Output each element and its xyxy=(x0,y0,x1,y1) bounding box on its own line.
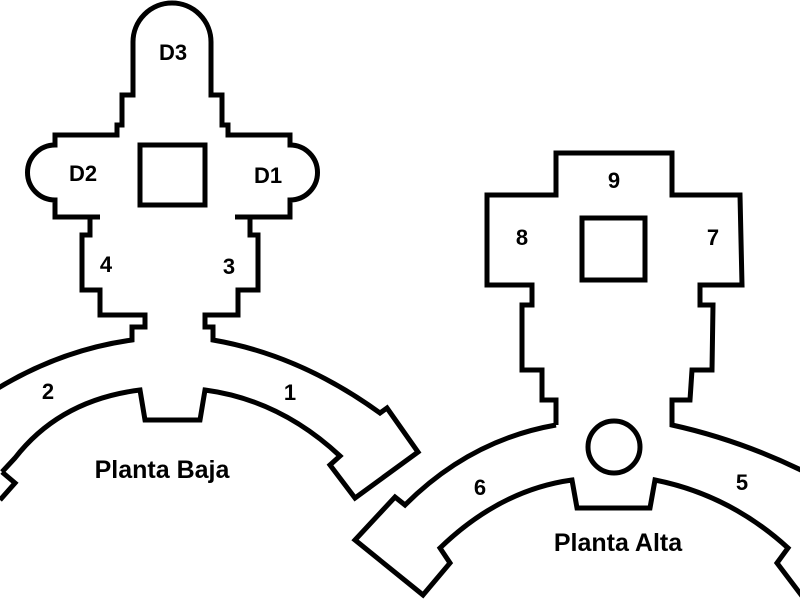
planta-baja-left-edge-wall xyxy=(0,470,19,502)
planta-baja-left-wall xyxy=(25,0,320,220)
planta-alta-title: Planta Alta xyxy=(554,529,683,557)
planta-baja-left-lower-wall xyxy=(0,217,148,390)
room-label-5: 5 xyxy=(736,470,748,495)
room-label-1: 1 xyxy=(284,380,296,405)
planta-baja-right-lower-wall xyxy=(0,217,422,502)
room-label-2: 2 xyxy=(42,379,54,404)
planta-baja-central-square xyxy=(137,142,208,208)
planta-baja-title: Planta Baja xyxy=(95,456,231,484)
room-label-4: 4 xyxy=(100,252,113,277)
room-label-3: 3 xyxy=(223,254,235,279)
planta-baja-plan: D3 D2 D1 4 3 2 1 Planta Baja xyxy=(0,0,422,502)
planta-alta-wing-wall xyxy=(351,422,800,599)
planta-alta-circular-room xyxy=(585,418,643,476)
room-label-8: 8 xyxy=(516,225,528,250)
room-label-7: 7 xyxy=(707,225,719,250)
room-label-d3: D3 xyxy=(159,40,187,65)
room-label-d1: D1 xyxy=(254,163,282,188)
planta-alta-central-square xyxy=(579,215,648,283)
room-label-9: 9 xyxy=(608,168,620,193)
planta-alta-main-wall xyxy=(484,150,800,473)
planta-alta-plan: 9 8 7 6 5 Planta Alta xyxy=(351,150,800,599)
room-label-d2: D2 xyxy=(69,161,97,186)
room-label-6: 6 xyxy=(474,475,486,500)
